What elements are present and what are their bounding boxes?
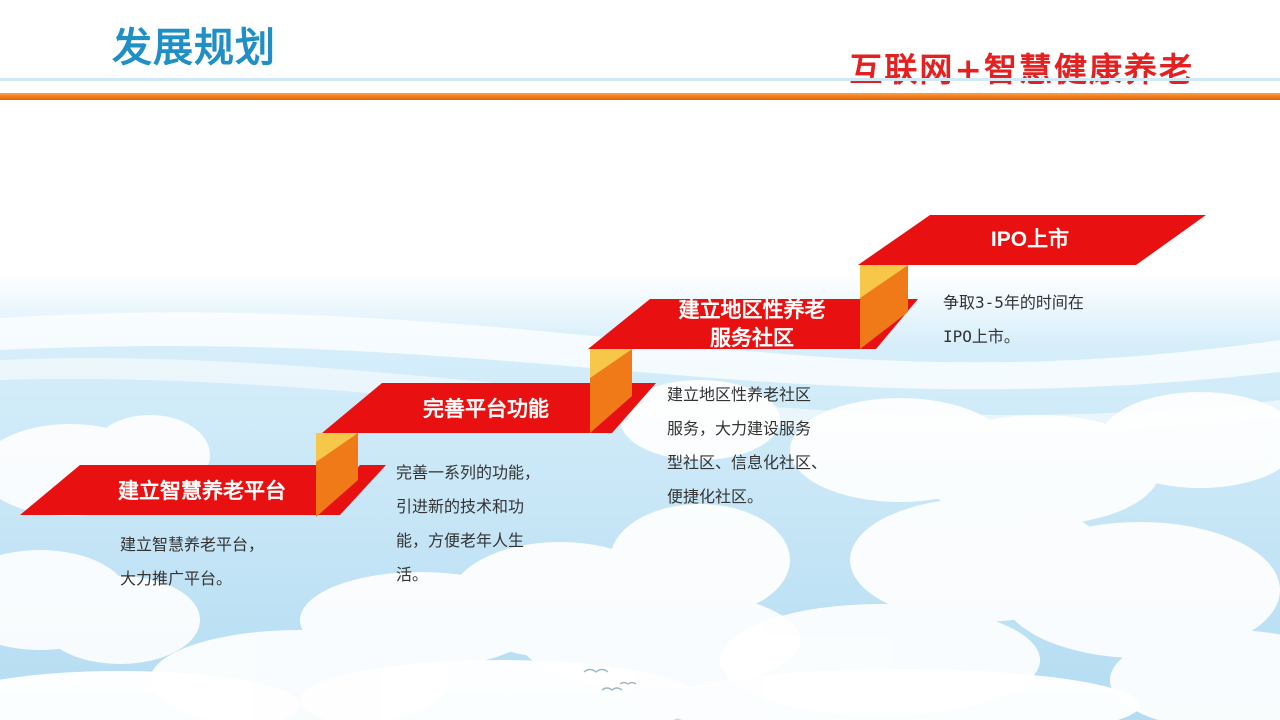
step-2-desc-line-2: 引进新的技术和功 — [396, 497, 525, 516]
step-2-ribbon — [322, 383, 590, 433]
step-3-desc-line-3: 型社区、信息化社区、 — [667, 453, 828, 472]
cloud-cluster-bottom — [0, 660, 1140, 720]
page-title: 发展规划 — [112, 25, 276, 71]
step-1-label: 建立智慧养老平台 — [118, 478, 286, 503]
step-3-ribbon — [588, 299, 860, 349]
step-1-desc-line-1: 建立智慧养老平台， — [120, 535, 265, 554]
step-1-desc-line-2: 大力推广平台。 — [120, 569, 233, 588]
header-divider-orange — [0, 93, 1280, 100]
step-4-desc-line-2: IPO上市。 — [943, 327, 1020, 346]
step-3-label: 建立地区性养老 服务社区 — [654, 296, 850, 352]
fold-2-orange — [590, 349, 632, 433]
step-3-label-line-2: 服务社区 — [710, 325, 794, 350]
step-3-description: 建立地区性养老社区 服务，大力建设服务 型社区、信息化社区、 便捷化社区。 — [667, 378, 827, 514]
header-divider-blue — [0, 78, 1280, 81]
fold-3-orange — [860, 265, 908, 349]
step-3-desc-line-2: 服务，大力建设服务 — [667, 419, 812, 438]
step-1-ribbon — [20, 465, 316, 515]
slogan: 互联网+智慧健康养老 — [849, 50, 1194, 89]
step-2-desc-line-3: 能，方便老年人生 — [396, 531, 525, 550]
cloud-cluster-right — [720, 392, 1280, 720]
birds-icon — [583, 668, 637, 691]
step-1-description: 建立智慧养老平台， 大力推广平台。 — [120, 528, 264, 596]
step-3-label-line-1: 建立地区性养老 — [678, 297, 826, 322]
fold-1-orange — [316, 433, 358, 517]
step-2-description: 完善一系列的功能， 引进新的技术和功 能，方便老年人生 活。 — [396, 456, 540, 592]
step-1-tail — [316, 465, 386, 515]
step-4-label: IPO上市 — [990, 228, 1070, 251]
step-3-desc-line-1: 建立地区性养老社区 — [667, 385, 812, 404]
step-3-desc-line-4: 便捷化社区。 — [667, 487, 764, 506]
step-4-desc-line-1: 争取3-5年的时间在 — [943, 293, 1084, 312]
step-2-desc-line-1: 完善一系列的功能， — [396, 463, 541, 482]
step-4-ribbon — [858, 215, 1206, 265]
step-2-tail — [590, 383, 656, 433]
step-2-desc-line-4: 活。 — [396, 565, 429, 584]
step-2-label: 完善平台功能 — [423, 396, 549, 421]
step-4-description: 争取3-5年的时间在 IPO上市。 — [943, 286, 1084, 354]
